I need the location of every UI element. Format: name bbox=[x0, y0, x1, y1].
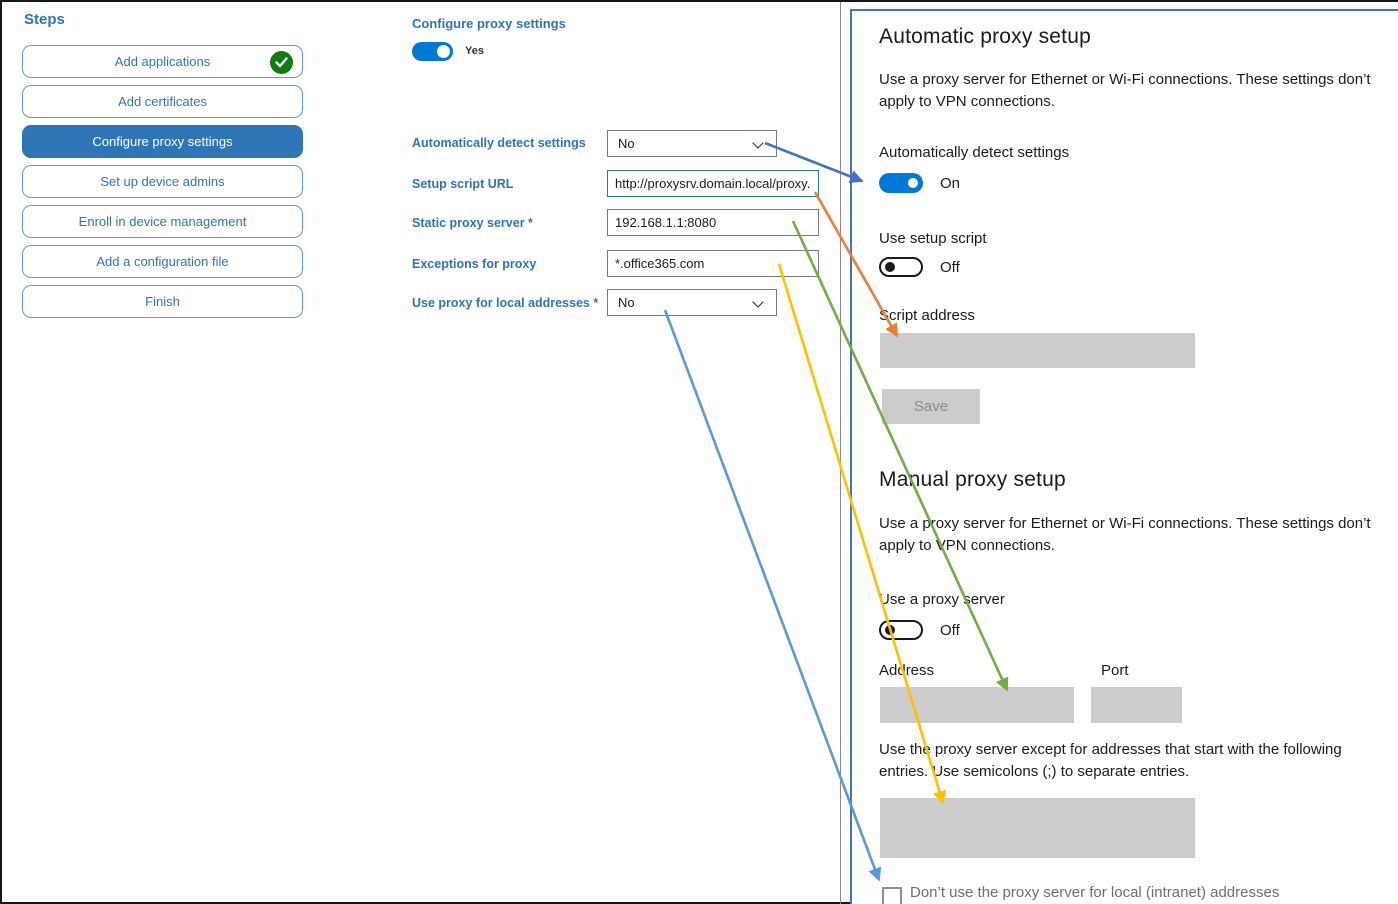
step-label: Set up device admins bbox=[100, 174, 225, 189]
auto-detect-settings-label: Automatically detect settings bbox=[412, 136, 586, 150]
toggle-knob bbox=[908, 178, 918, 188]
step-label: Add a configuration file bbox=[96, 254, 229, 269]
exceptions-for-proxy-input[interactable] bbox=[607, 250, 819, 277]
auto-detect-settings-toggle-label: Automatically detect settings bbox=[879, 144, 1070, 161]
port-label: Port bbox=[1101, 662, 1129, 679]
exceptions-for-proxy-label: Exceptions for proxy bbox=[412, 257, 537, 271]
step-label: Finish bbox=[145, 294, 180, 309]
setup-script-url-input[interactable] bbox=[607, 170, 819, 197]
auto-detect-settings-toggle[interactable] bbox=[879, 173, 923, 193]
panel-divider bbox=[840, 2, 841, 904]
step-label: Configure proxy settings bbox=[92, 134, 233, 149]
steps-panel-title: Steps bbox=[24, 11, 65, 28]
steps-list: Add applications Add certificates Config… bbox=[22, 45, 303, 318]
step-enroll-in-device-management[interactable]: Enroll in device management bbox=[22, 205, 303, 238]
script-address-label: Script address bbox=[879, 307, 975, 324]
step-label: Add certificates bbox=[118, 94, 207, 109]
configure-proxy-enabled-toggle[interactable] bbox=[412, 42, 453, 61]
arrow-local-addresses-mapping bbox=[663, 309, 882, 882]
chevron-down-icon bbox=[752, 296, 764, 308]
use-proxy-local-addresses-select[interactable]: No bbox=[607, 289, 777, 316]
step-finish[interactable]: Finish bbox=[22, 285, 303, 318]
page-title: Configure proxy settings bbox=[412, 16, 566, 31]
use-proxy-local-addresses-label: Use proxy for local addresses * bbox=[412, 296, 599, 310]
port-input[interactable] bbox=[1091, 687, 1182, 723]
step-configure-proxy-settings[interactable]: Configure proxy settings bbox=[22, 125, 303, 158]
static-proxy-server-input[interactable] bbox=[607, 209, 819, 236]
address-label: Address bbox=[879, 662, 935, 679]
static-proxy-server-label: Static proxy server * bbox=[412, 216, 533, 230]
manual-proxy-setup-heading: Manual proxy setup bbox=[879, 468, 1066, 491]
selected-value: No bbox=[618, 136, 635, 151]
auto-detect-settings-state: On bbox=[940, 175, 961, 192]
windows-proxy-settings-panel: Automatic proxy setup Use a proxy server… bbox=[850, 9, 1398, 904]
automatic-proxy-description: Use a proxy server for Ethernet or Wi-Fi… bbox=[879, 71, 1371, 110]
proxy-exceptions-textarea[interactable] bbox=[880, 798, 1195, 858]
use-proxy-server-toggle-label: Use a proxy server bbox=[879, 591, 1005, 608]
step-set-up-device-admins[interactable]: Set up device admins bbox=[22, 165, 303, 198]
step-add-certificates[interactable]: Add certificates bbox=[22, 85, 303, 118]
selected-value: No bbox=[618, 295, 635, 310]
completed-check-icon bbox=[270, 50, 293, 74]
toggle-knob bbox=[885, 625, 895, 635]
setup-script-url-label: Setup script URL bbox=[412, 177, 514, 191]
use-proxy-server-state: Off bbox=[940, 622, 960, 639]
save-button[interactable]: Save bbox=[882, 389, 980, 424]
local-addresses-checkbox[interactable] bbox=[882, 887, 902, 904]
use-setup-script-state: Off bbox=[940, 259, 960, 276]
use-setup-script-toggle[interactable] bbox=[879, 257, 923, 277]
manual-proxy-description: Use a proxy server for Ethernet or Wi-Fi… bbox=[879, 515, 1371, 554]
script-address-input[interactable] bbox=[880, 333, 1195, 368]
step-add-configuration-file[interactable]: Add a configuration file bbox=[22, 245, 303, 278]
chevron-down-icon bbox=[752, 137, 764, 149]
address-input[interactable] bbox=[880, 687, 1074, 723]
local-addresses-checkbox-label: Don’t use the proxy server for local (in… bbox=[910, 884, 1280, 901]
step-label: Add applications bbox=[114, 54, 211, 69]
use-setup-script-toggle-label: Use setup script bbox=[879, 230, 987, 247]
window-bottom-border bbox=[2, 902, 850, 904]
automatic-proxy-setup-heading: Automatic proxy setup bbox=[879, 25, 1091, 48]
configure-proxy-toggle-state: Yes bbox=[465, 45, 484, 57]
toggle-knob bbox=[885, 262, 895, 272]
step-add-applications[interactable]: Add applications bbox=[22, 45, 303, 78]
proxy-exceptions-description: Use the proxy server except for addresse… bbox=[879, 741, 1342, 780]
use-proxy-server-toggle[interactable] bbox=[879, 620, 923, 640]
toggle-knob bbox=[437, 45, 450, 58]
auto-detect-settings-select[interactable]: No bbox=[607, 130, 777, 157]
step-label: Enroll in device management bbox=[78, 214, 247, 229]
